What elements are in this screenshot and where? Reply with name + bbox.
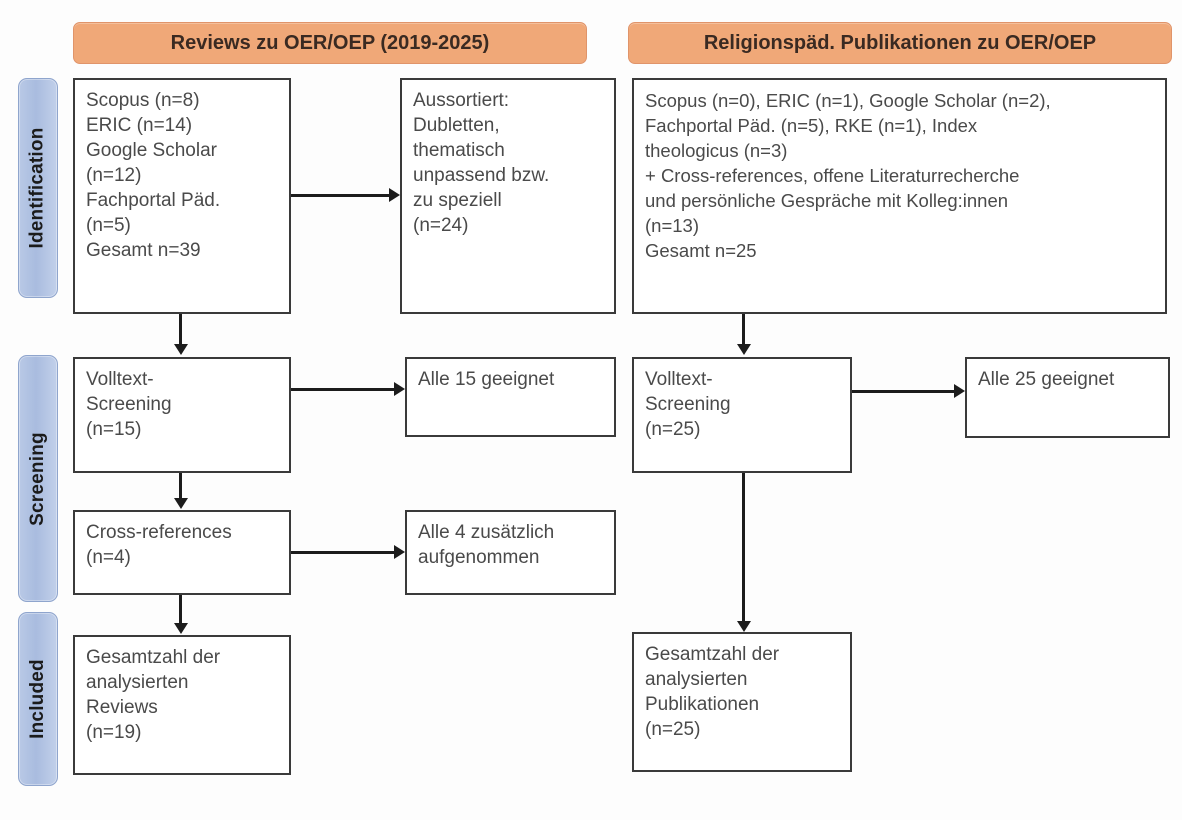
connector-left-crossrefs-to-included [179,595,182,623]
box-left-fulltext-screening: Volltext- Screening (n=15) [73,357,291,473]
column-header-left-text: Reviews zu OER/OEP (2019-2025) [170,31,490,54]
box-line: Alle 4 zusätzlich [418,522,555,543]
column-header-right-text: Religionspäd. Publikationen zu OER/OEP [703,31,1097,54]
box-left-included-total: Gesamtzahl der analysierten Reviews (n=1… [73,635,291,775]
stage-label-included: Included [18,612,58,786]
stage-label-screening-text: Screening [27,431,49,526]
connector-right-fulltext-to-result [852,390,954,393]
stage-label-included-text: Included [27,659,48,739]
box-line: Aussortiert: [413,90,510,111]
stage-label-identification-text: Identification [27,127,48,249]
box-line: und persönliche Gespräche mit Kolleg:inn… [645,190,1009,211]
arrowhead-right-fulltext-to-included [737,621,751,632]
box-line: Fachportal Päd. (n=5), RKE (n=1), Index [645,115,978,136]
stage-label-identification: Identification [18,78,58,298]
box-right-included-total: Gesamtzahl der analysierten Publikatione… [632,632,852,772]
arrowhead-right-ident-to-fulltext [737,344,751,355]
arrowhead-left-fulltext-to-crossrefs [174,498,188,509]
box-line: theologicus (n=3) [645,140,788,161]
box-line: Fachportal Päd. [86,190,221,211]
box-left-screening-result: Alle 15 geeignet [405,357,616,437]
arrowhead-left-crossrefs-to-included [174,623,188,634]
box-line: (n=4) [86,547,131,568]
box-line: Alle 15 geeignet [418,369,555,390]
connector-left-ident-to-fulltext [179,314,182,344]
column-header-left: Reviews zu OER/OEP (2019-2025) [73,22,587,64]
box-line: (n=19) [86,722,142,743]
arrowhead-left-ident-to-excluded [389,188,400,202]
box-left-cross-reference-result: Alle 4 zusätzlich aufgenommen [405,510,616,595]
arrowhead-left-fulltext-to-result [394,382,405,396]
box-line: (n=24) [413,215,469,236]
box-line: (n=25) [645,719,701,740]
box-line: Gesamt n=25 [645,240,757,261]
box-line: Reviews [86,697,158,718]
column-header-right: Religionspäd. Publikationen zu OER/OEP [628,22,1172,64]
box-line: Gesamtzahl der [86,647,221,668]
box-line: Volltext- [86,369,154,390]
box-line: Volltext- [645,369,713,390]
connector-left-crossrefs-to-result [291,551,394,554]
box-line: Cross-references [86,522,232,543]
connector-left-fulltext-to-crossrefs [179,473,182,498]
stage-label-screening: Screening [18,355,58,602]
box-right-fulltext-screening: Volltext- Screening (n=25) [632,357,852,473]
box-line: unpassend bzw. [413,165,550,186]
box-right-screening-result: Alle 25 geeignet [965,357,1170,438]
box-line: analysierten [86,672,189,693]
box-line: analysierten [645,669,748,690]
box-right-identification-sources: Scopus (n=0), ERIC (n=1), Google Scholar… [632,78,1167,314]
box-line: Gesamtzahl der [645,644,780,665]
arrowhead-right-fulltext-to-result [954,384,965,398]
arrowhead-left-crossrefs-to-result [394,545,405,559]
connector-right-fulltext-to-included [742,473,745,621]
box-line: + Cross-references, offene Literaturrech… [645,165,1020,186]
box-line: (n=13) [645,215,699,236]
box-line: Gesamt n=39 [86,240,201,261]
box-line: Publikationen [645,694,760,715]
connector-left-ident-to-excluded [291,194,389,197]
connector-right-ident-to-fulltext [742,314,745,344]
box-left-identification-sources: Scopus (n=8) ERIC (n=14) Google Scholar … [73,78,291,314]
box-line: (n=12) [86,165,142,186]
box-line: Screening [86,394,172,415]
connector-left-fulltext-to-result [291,388,394,391]
box-line: ERIC (n=14) [86,115,193,136]
box-line: Scopus (n=8) [86,90,200,111]
box-line: Dubletten, [413,115,500,136]
box-line: (n=25) [645,419,701,440]
box-line: zu speziell [413,190,502,211]
box-line: (n=5) [86,215,131,236]
box-left-excluded: Aussortiert: Dubletten, thematisch unpas… [400,78,616,314]
box-left-cross-references: Cross-references (n=4) [73,510,291,595]
box-line: Alle 25 geeignet [978,369,1115,390]
box-line: Screening [645,394,731,415]
box-line: (n=15) [86,419,142,440]
box-line: Scopus (n=0), ERIC (n=1), Google Scholar… [645,90,1051,111]
box-line: thematisch [413,140,505,161]
box-line: aufgenommen [418,547,540,568]
box-line: Google Scholar [86,140,217,161]
arrowhead-left-ident-to-fulltext [174,344,188,355]
